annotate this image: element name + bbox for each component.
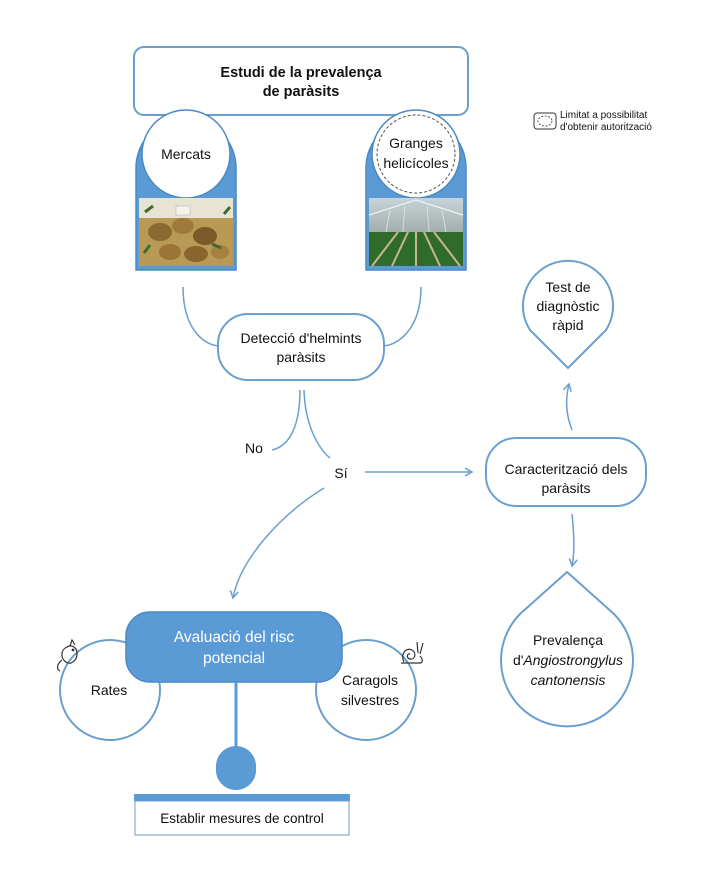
connector-markets-detection [182, 286, 221, 347]
characterization-box [485, 437, 647, 507]
legend-line2: d'obtenir autorització [560, 122, 652, 133]
title-box [133, 46, 469, 116]
snails-photo [139, 198, 233, 266]
rapid-test-label: Test de diagnòstic ràpid [523, 278, 613, 335]
connector-farms-detection [381, 286, 422, 347]
risk-line1: Avaluació del risc [173, 629, 295, 646]
branch-no-label: No [245, 440, 263, 456]
control-box [134, 800, 350, 836]
detection-line2: paràsits [276, 349, 326, 365]
title-text: Estudi de la prevalença de paràsits [140, 64, 462, 102]
prevalence-line3: cantonensis [530, 672, 606, 688]
rapid-test-line1: Test de [545, 279, 591, 295]
detection-label: Detecció d'helmints paràsits [222, 329, 380, 367]
rats-label: Rates [90, 682, 128, 698]
farms-label: Granges helicícoles [376, 133, 456, 173]
characterization-line1: Caracterització dels [504, 461, 628, 477]
detection-line1: Detecció d'helmints [240, 330, 362, 346]
characterization-label: Caracterització dels paràsits [490, 460, 642, 498]
farms-dashed-circle [376, 114, 456, 194]
wild-snails-line1: Caragols [341, 672, 399, 688]
risk-line2: potencial [202, 650, 266, 667]
detection-box [217, 313, 385, 381]
prevalence-drop [500, 571, 634, 728]
legend-dashed-circle-icon [537, 115, 553, 127]
title-line2: de paràsits [262, 84, 340, 100]
connector-no [271, 389, 301, 451]
rapid-test-drop [522, 259, 614, 369]
prevalence-line2-prefix: d' [512, 652, 524, 668]
connector-yes [303, 389, 331, 459]
farms-line2: helicícoles [383, 155, 449, 171]
title-line1: Estudi de la prevalença [220, 65, 382, 81]
legend-icon [533, 112, 557, 130]
prevalence-line1: Prevalença [532, 632, 604, 648]
characterization-line2: paràsits [541, 480, 591, 496]
arrow-characterization-rapid-test [562, 382, 573, 431]
legend-line1: Limitat a possibilitat [560, 110, 648, 121]
risk-label: Avaluació del risc potencial [130, 627, 338, 669]
prevalence-label: Prevalença d'Angiostrongylus cantonensis [512, 630, 624, 690]
rapid-test-line2: diagnòstic [536, 298, 600, 314]
rat-icon [56, 638, 78, 672]
farms-line1: Granges [389, 135, 443, 151]
snail-icon [401, 641, 424, 664]
prevalence-line2-italic: Angiostrongylus [523, 652, 624, 668]
prevalence-line2: d'Angiostrongylus [512, 650, 624, 670]
arrow-yes-risk [229, 487, 325, 600]
control-label: Establir mesures de control [160, 811, 324, 826]
control-circle [216, 750, 256, 790]
control-box-bar [134, 794, 350, 801]
legend-text: Limitat a possibilitat d'obtenir autorit… [560, 110, 690, 134]
greenhouse-photo [368, 198, 464, 267]
branch-yes-label: Sí [334, 465, 348, 481]
arrow-characterization-prevalence [568, 513, 578, 568]
rapid-test-line3: ràpid [552, 317, 584, 333]
risk-box [125, 611, 343, 683]
wild-snails-line2: silvestres [340, 692, 400, 708]
wild-snails-label: Caragols silvestres [322, 670, 418, 710]
markets-label: Mercats [161, 146, 211, 162]
